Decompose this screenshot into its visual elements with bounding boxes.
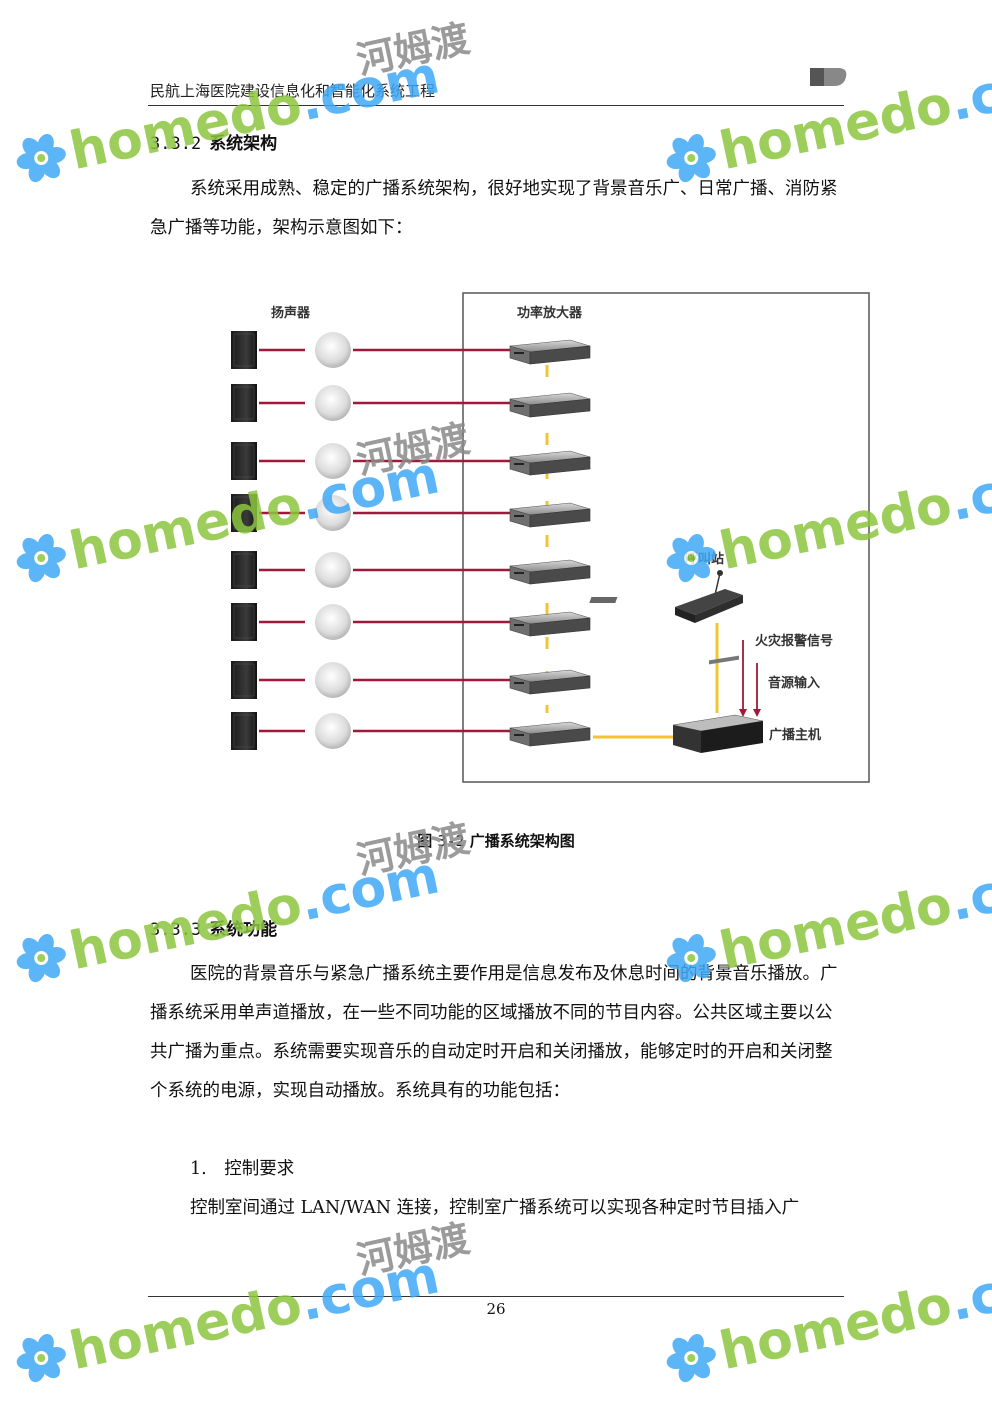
homedo-watermark: homedo.com bbox=[650, 830, 992, 982]
homedo-watermark: homedo.com bbox=[650, 30, 992, 182]
page-number: 26 bbox=[486, 1300, 506, 1318]
speaker-row-3 bbox=[230, 441, 591, 481]
section-title: 系统功能 bbox=[209, 920, 278, 940]
footer-divider bbox=[148, 1296, 844, 1297]
speaker-row-7 bbox=[230, 660, 591, 700]
section-number: 3.3.3 bbox=[150, 920, 202, 940]
header-divider bbox=[148, 105, 844, 106]
paragraph-architecture: 系统采用成熟、稳定的广播系统架构，很好地实现了背景音乐广、日常广播、消防紧急广播… bbox=[150, 179, 838, 238]
label-speakers: 扬声器 bbox=[271, 305, 311, 321]
section-heading-functions: 3.3.3 系统功能 bbox=[150, 915, 277, 940]
page-header-title: 民航上海医院建设信息化和智能化系统工程 bbox=[150, 82, 436, 100]
header-logo bbox=[808, 64, 848, 94]
label-amplifiers: 功率放大器 bbox=[517, 305, 583, 321]
speaker-row-6 bbox=[230, 602, 591, 642]
speaker-row-8 bbox=[230, 711, 591, 751]
broadcast-host-device bbox=[672, 655, 764, 753]
flower-logo-icon bbox=[16, 533, 66, 583]
caption-number: 3-2 bbox=[437, 832, 465, 850]
call-station-device bbox=[589, 570, 743, 623]
caption-prefix: 图 bbox=[417, 832, 433, 850]
paragraph-control-room: 控制室间通过 LAN/WAN 连接，控制室广播系统可以实现各种定时节目插入广 bbox=[190, 1198, 800, 1218]
flower-logo-icon bbox=[16, 933, 66, 983]
paragraph-functions: 医院的背景音乐与紧急广播系统主要作用是信息发布及休息时间的背景音乐播放。广播系统… bbox=[150, 964, 838, 1101]
section-title: 系统架构 bbox=[209, 134, 278, 154]
speaker-row-1 bbox=[230, 330, 591, 370]
label-call-station: 呼叫站 bbox=[685, 551, 724, 567]
list-item-control-requirements: 1. 控制要求 bbox=[190, 1159, 295, 1179]
amplifier-zone-frame bbox=[462, 292, 870, 783]
watermark-brand-text: homedo.com bbox=[715, 45, 992, 182]
section-heading-architecture: 3.3.2 系统架构 bbox=[150, 129, 277, 154]
speaker-row-4 bbox=[230, 493, 591, 533]
caption-text: 广播系统架构图 bbox=[469, 832, 575, 850]
figure-caption: 图 3-2 广播系统架构图 bbox=[0, 830, 992, 851]
speaker-row-2 bbox=[230, 383, 591, 423]
watermark-brand-text: homedo.com bbox=[65, 45, 445, 182]
speaker-row-5 bbox=[230, 550, 591, 590]
flower-logo-icon bbox=[16, 1333, 66, 1383]
section-number: 3.3.2 bbox=[150, 134, 202, 154]
flower-logo-icon bbox=[16, 133, 66, 183]
label-broadcast-host: 广播主机 bbox=[769, 727, 821, 743]
watermark-chinese-text: 河姆渡 bbox=[353, 16, 474, 83]
label-fire-alarm: 火灾报警信号 bbox=[755, 633, 833, 649]
broadcast-architecture-figure: 扬声器 功率放大器 bbox=[225, 285, 875, 794]
label-audio-input: 音源输入 bbox=[768, 675, 820, 691]
flower-logo-icon bbox=[666, 1333, 716, 1383]
